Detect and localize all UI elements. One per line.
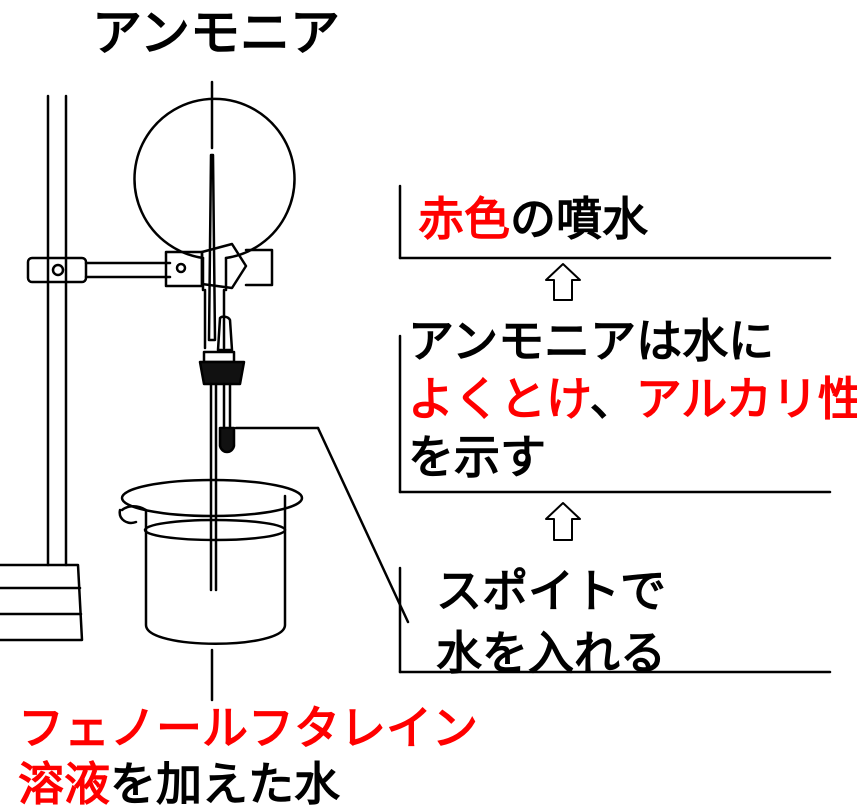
solution-line-2: 溶液を加えた水 xyxy=(18,756,478,812)
leader-lines xyxy=(316,184,832,674)
rubber-stopper xyxy=(198,350,320,592)
phenolphthalein-text: フェノールフタレイン xyxy=(18,701,478,755)
clamp xyxy=(26,242,274,290)
explanation-line-2: よくとけ、アルカリ性 xyxy=(408,370,857,428)
solution-label: フェノールフタレイン 溶液を加えた水 xyxy=(18,700,478,812)
round-bottom-flask xyxy=(133,80,296,352)
explanation-line-1: アンモニアは水に xyxy=(408,314,775,368)
beaker xyxy=(118,478,304,702)
up-arrow-icon xyxy=(545,263,581,301)
dissolves-well-text: よくとけ xyxy=(408,372,590,426)
explanation-line-3: を示す xyxy=(408,430,546,484)
retort-stand xyxy=(0,94,84,642)
added-water-text: を加えた水 xyxy=(110,757,340,811)
dropper-action-text: スポイトで 水を入れる xyxy=(436,560,666,684)
red-fountain-label: 赤色の噴水 xyxy=(418,196,648,242)
action-line-1: スポイトで xyxy=(436,564,666,618)
comma-text: 、 xyxy=(589,372,636,426)
alkaline-text: アルカリ性 xyxy=(635,372,857,426)
solution-text: 溶液 xyxy=(18,757,110,811)
fountain-text: の噴水 xyxy=(510,192,648,246)
up-arrow-icon xyxy=(545,502,581,541)
red-color-text: 赤色 xyxy=(418,192,510,246)
action-line-2: 水を入れる xyxy=(436,626,666,680)
explanation-text: アンモニアは水に よくとけ、アルカリ性 を示す xyxy=(408,312,857,486)
ammonia-label: アンモニア xyxy=(92,4,340,62)
